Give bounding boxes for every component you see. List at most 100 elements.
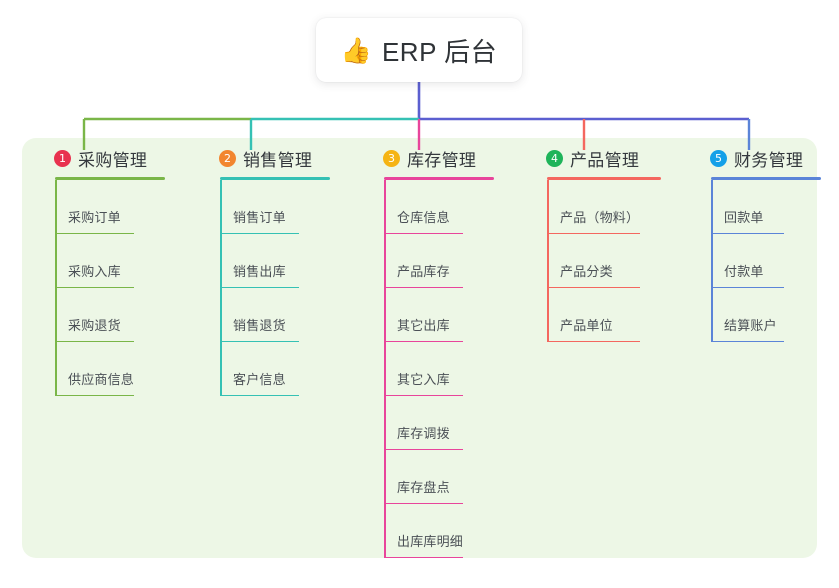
branch-spine-3 xyxy=(384,180,386,558)
leaf-label: 出库库明细 xyxy=(397,534,464,549)
branch-spine-4 xyxy=(547,180,549,342)
branch-header-2[interactable]: 2 销售管理 xyxy=(203,146,351,170)
leaf-node[interactable]: 仓库信息 xyxy=(367,180,515,234)
branch-underline-4 xyxy=(547,177,661,180)
branches-panel xyxy=(22,138,817,558)
branch-header-4[interactable]: 4 产品管理 xyxy=(530,146,678,170)
leaf-underline xyxy=(385,340,463,342)
branch-badge-3: 3 xyxy=(383,149,400,167)
leaf-underline xyxy=(712,340,784,342)
leaf-node[interactable]: 产品库存 xyxy=(367,234,515,288)
leaf-label: 库存盘点 xyxy=(397,480,450,495)
leaf-node[interactable]: 销售退货 xyxy=(203,288,351,342)
leaf-underline xyxy=(56,394,134,396)
branch-badge-1: 1 xyxy=(54,149,71,167)
leaf-label: 仓库信息 xyxy=(397,210,450,225)
leaf-label: 产品库存 xyxy=(397,264,450,279)
leaf-label: 销售退货 xyxy=(233,318,286,333)
branch-items-2: 销售订单销售出库销售退货客户信息 xyxy=(203,180,351,396)
branch-underline-5 xyxy=(711,177,821,180)
branch-underline-1 xyxy=(55,177,165,180)
leaf-underline xyxy=(548,232,640,234)
leaf-node[interactable]: 库存调拨 xyxy=(367,396,515,450)
leaf-label: 产品（物料） xyxy=(560,210,640,225)
leaf-node[interactable]: 产品（物料） xyxy=(530,180,678,234)
root-node-title: ERP 后台 xyxy=(381,36,498,67)
leaf-node[interactable]: 其它入库 xyxy=(367,342,515,396)
leaf-label: 销售出库 xyxy=(233,264,286,279)
leaf-label: 产品分类 xyxy=(560,264,613,279)
root-node-erp[interactable]: 👍 ERP 后台 xyxy=(316,18,522,82)
leaf-node[interactable]: 付款单 xyxy=(694,234,814,288)
branch-underline-2 xyxy=(220,177,330,180)
branch-column-4: 4 产品管理产品（物料） 产品分类产品单位 xyxy=(530,146,678,342)
leaf-underline xyxy=(712,232,784,234)
leaf-underline xyxy=(385,448,463,450)
leaf-underline xyxy=(56,232,134,234)
root-node-content: 👍 ERP 后台 xyxy=(341,32,497,69)
leaf-node[interactable]: 采购订单 xyxy=(38,180,186,234)
branch-title-2: 销售管理 xyxy=(243,150,313,170)
leaf-node[interactable]: 库存盘点 xyxy=(367,450,515,504)
leaf-label: 供应商信息 xyxy=(68,372,135,387)
leaf-node[interactable]: 销售订单 xyxy=(203,180,351,234)
leaf-label: 产品单位 xyxy=(560,318,613,333)
leaf-node[interactable]: 客户信息 xyxy=(203,342,351,396)
leaf-underline xyxy=(712,286,784,288)
leaf-underline xyxy=(385,502,463,504)
branch-title-1: 采购管理 xyxy=(78,150,148,170)
leaf-underline xyxy=(56,286,134,288)
leaf-label: 回款单 xyxy=(724,210,764,225)
branch-items-4: 产品（物料） 产品分类产品单位 xyxy=(530,180,678,342)
branch-column-1: 1 采购管理采购订单采购入库采购退货供应商信息 xyxy=(38,146,186,396)
branch-badge-5: 5 xyxy=(710,149,727,167)
branch-spine-2 xyxy=(220,180,222,396)
leaf-underline xyxy=(221,340,299,342)
leaf-label: 付款单 xyxy=(724,264,764,279)
leaf-node[interactable]: 供应商信息 xyxy=(38,342,186,396)
leaf-underline xyxy=(385,394,463,396)
leaf-label: 客户信息 xyxy=(233,372,286,387)
branch-column-5: 5 财务管理回款单付款单结算账户 xyxy=(694,146,821,342)
leaf-underline xyxy=(221,286,299,288)
leaf-underline xyxy=(385,556,463,558)
branch-header-1[interactable]: 1 采购管理 xyxy=(38,146,186,170)
branch-title-5: 财务管理 xyxy=(734,150,804,170)
branch-underline-3 xyxy=(384,177,494,180)
branch-badge-4: 4 xyxy=(546,149,563,167)
leaf-label: 其它出库 xyxy=(397,318,450,333)
leaf-label: 采购退货 xyxy=(68,318,121,333)
leaf-label: 库存调拨 xyxy=(397,426,450,441)
leaf-node[interactable]: 回款单 xyxy=(694,180,814,234)
branch-spine-5 xyxy=(711,180,713,342)
branch-items-3: 仓库信息产品库存其它出库其它入库库存调拨库存盘点出库库明细 xyxy=(367,180,515,558)
leaf-node[interactable]: 产品单位 xyxy=(530,288,678,342)
leaf-underline xyxy=(56,340,134,342)
leaf-underline xyxy=(221,232,299,234)
branch-items-1: 采购订单采购入库采购退货供应商信息 xyxy=(38,180,186,396)
branch-column-2: 2 销售管理销售订单销售出库销售退货客户信息 xyxy=(203,146,351,396)
leaf-label: 结算账户 xyxy=(724,318,777,333)
leaf-underline xyxy=(548,286,640,288)
leaf-node[interactable]: 销售出库 xyxy=(203,234,351,288)
branch-title-4: 产品管理 xyxy=(570,150,640,170)
leaf-node[interactable]: 产品分类 xyxy=(530,234,678,288)
leaf-underline xyxy=(548,340,640,342)
branch-badge-2: 2 xyxy=(219,149,236,167)
leaf-node[interactable]: 其它出库 xyxy=(367,288,515,342)
leaf-node[interactable]: 采购退货 xyxy=(38,288,186,342)
leaf-label: 销售订单 xyxy=(233,210,286,225)
leaf-node[interactable]: 出库库明细 xyxy=(367,504,515,558)
branch-header-5[interactable]: 5 财务管理 xyxy=(694,146,814,170)
leaf-label: 其它入库 xyxy=(397,372,450,387)
leaf-label: 采购入库 xyxy=(68,264,121,279)
leaf-node[interactable]: 采购入库 xyxy=(38,234,186,288)
branch-items-5: 回款单付款单结算账户 xyxy=(694,180,814,342)
leaf-underline xyxy=(385,232,463,234)
leaf-node[interactable]: 结算账户 xyxy=(694,288,814,342)
thumbs-up-icon: 👍 xyxy=(340,35,372,65)
leaf-label: 采购订单 xyxy=(68,210,121,225)
